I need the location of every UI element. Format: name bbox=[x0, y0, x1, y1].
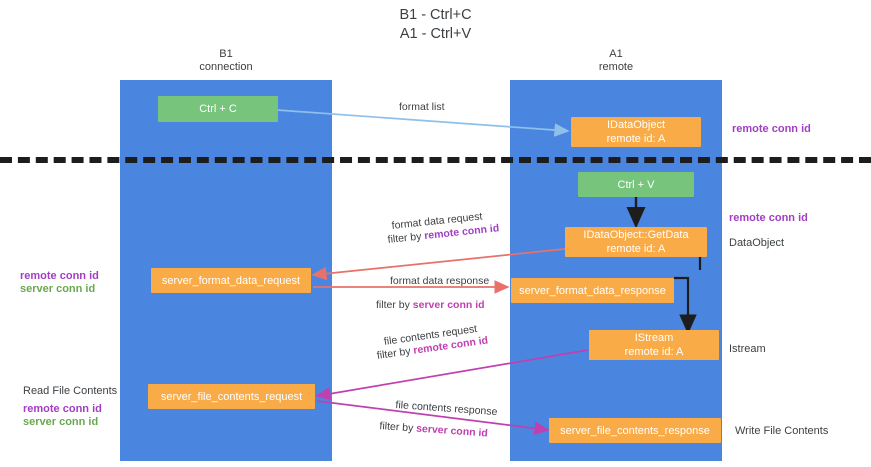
node-ctrl-v-label: Ctrl + V bbox=[617, 178, 655, 191]
node-ctrl-c[interactable]: Ctrl + C bbox=[158, 96, 278, 122]
annotation-left-remote-conn-id: remote conn id bbox=[20, 270, 99, 282]
node-idataobject-getdata[interactable]: IDataObject::GetData remote id: A bbox=[565, 227, 707, 257]
page-title: B1 - Ctrl+C A1 - Ctrl+V bbox=[0, 6, 871, 44]
filter-prefix: filter by bbox=[387, 230, 425, 246]
node-getdata-subtitle: remote id: A bbox=[606, 243, 666, 255]
node-server-format-data-response[interactable]: server_format_data_response bbox=[511, 278, 674, 303]
node-server-file-contents-request-label: server_file_contents_request bbox=[160, 390, 303, 403]
node-istream[interactable]: IStream remote id: A bbox=[589, 330, 719, 360]
annotation-istream: Istream bbox=[729, 343, 766, 355]
annotation-left-remote-conn-id-2: remote conn id bbox=[23, 403, 102, 415]
column-header-a1: A1 remote bbox=[510, 48, 722, 74]
filter-prefix: filter by bbox=[379, 419, 417, 435]
node-idataobject[interactable]: IDataObject remote id: A bbox=[571, 117, 701, 147]
node-ctrl-v[interactable]: Ctrl + V bbox=[578, 172, 694, 197]
node-server-format-data-request-label: server_format_data_request bbox=[161, 274, 301, 287]
filter-key-server-conn-id: server conn id bbox=[415, 422, 489, 440]
title-line-1: B1 - Ctrl+C bbox=[399, 7, 472, 23]
filter-prefix: filter by bbox=[376, 299, 413, 311]
annotation-dataobject: DataObject bbox=[729, 237, 785, 249]
annotation-left-server-conn-id-2: server conn id bbox=[23, 416, 99, 428]
node-idataobject-subtitle: remote id: A bbox=[606, 133, 666, 145]
node-getdata-title: IDataObject::GetData bbox=[583, 229, 689, 241]
section-divider bbox=[0, 157, 871, 163]
column-header-a1-name: A1 bbox=[609, 48, 623, 60]
node-istream-title: IStream bbox=[634, 332, 674, 344]
annotation-write-file-contents: Write File Contents bbox=[735, 425, 829, 437]
edge-label-format-data-response-filter: filter by server conn id bbox=[376, 298, 485, 312]
node-ctrl-c-label: Ctrl + C bbox=[199, 103, 237, 115]
edge-label-format-list: format list bbox=[399, 101, 445, 113]
annotation-remote-conn-id-mid: remote conn id bbox=[729, 212, 808, 224]
node-server-file-contents-response-label: server_file_contents_response bbox=[560, 424, 710, 437]
column-header-b1-name: B1 bbox=[219, 48, 233, 60]
node-server-format-data-response-label: server_format_data_response bbox=[519, 284, 666, 297]
column-header-b1-role: connection bbox=[199, 61, 253, 73]
filter-key-server-conn-id: server conn id bbox=[412, 299, 485, 311]
title-line-2: A1 - Ctrl+V bbox=[399, 26, 472, 42]
annotation-remote-conn-id-top: remote conn id bbox=[732, 123, 811, 135]
column-header-a1-role: remote bbox=[598, 61, 634, 73]
node-server-file-contents-response[interactable]: server_file_contents_response bbox=[549, 418, 721, 443]
node-istream-subtitle: remote id: A bbox=[624, 346, 684, 358]
annotation-left-server-conn-id: server conn id bbox=[20, 283, 96, 295]
column-header-b1: B1 connection bbox=[120, 48, 332, 74]
edge-label-file-contents-response: file contents response bbox=[395, 398, 498, 419]
filter-prefix: filter by bbox=[376, 344, 415, 362]
node-idataobject-title: IDataObject bbox=[606, 119, 666, 131]
edge-label-format-data-response: format data response bbox=[390, 275, 490, 287]
edge-label-file-contents-response-filter: filter by server conn id bbox=[379, 419, 488, 441]
node-server-format-data-request[interactable]: server_format_data_request bbox=[151, 268, 311, 293]
annotation-read-file-contents: Read File Contents bbox=[23, 385, 118, 397]
node-server-file-contents-request[interactable]: server_file_contents_request bbox=[148, 384, 315, 409]
